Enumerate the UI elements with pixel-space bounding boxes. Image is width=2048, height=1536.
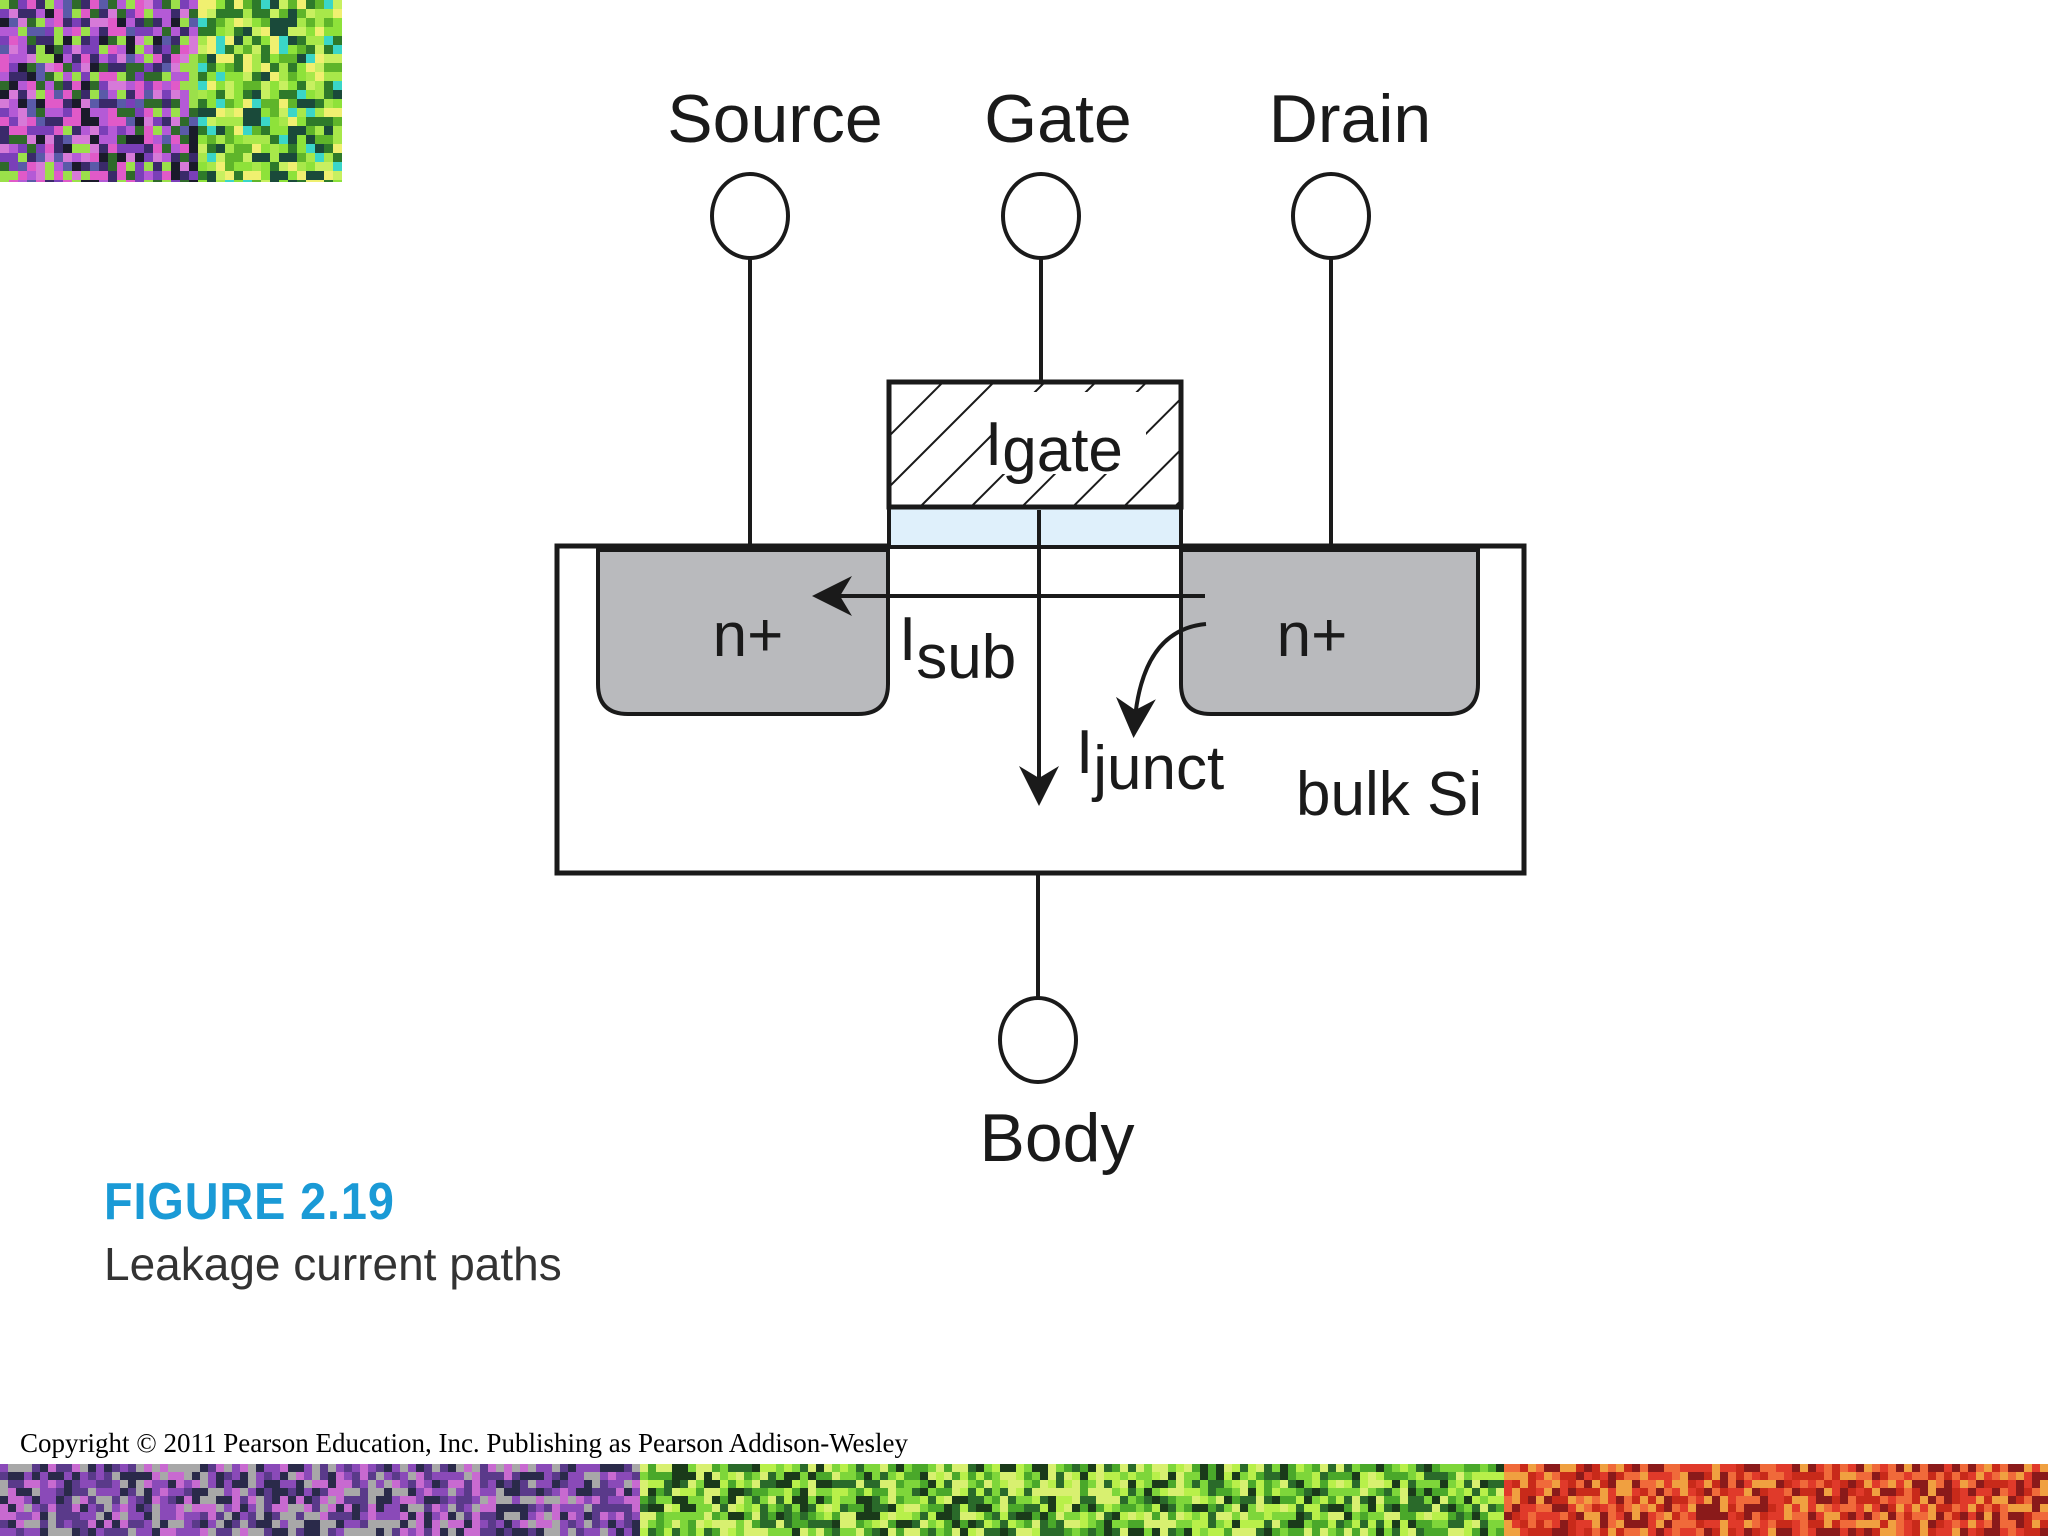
i-junct-label: Ijunct: [1076, 718, 1224, 803]
copyright-notice: Copyright © 2011 Pearson Education, Inc.…: [20, 1428, 908, 1458]
drain-diffusion: [1179, 548, 1480, 716]
gate-terminal: [1001, 172, 1081, 260]
i-gate-subscript: gate: [1002, 416, 1123, 485]
source-terminal: [710, 172, 790, 260]
body-terminal: [998, 996, 1078, 1084]
i-sub-subscript: sub: [916, 623, 1016, 692]
figure-number: FIGURE 2.19: [104, 1173, 395, 1231]
figure-caption: Leakage current paths: [104, 1238, 562, 1290]
gate-label: Gate: [984, 81, 1131, 157]
drain-terminal: [1291, 172, 1371, 260]
i-gate-base: I: [985, 410, 1002, 479]
i-gate-label: Igate: [985, 410, 1123, 485]
bulk-si-label: bulk Si: [1296, 760, 1482, 829]
body-label: Body: [980, 1100, 1135, 1176]
drain-n-plus-label: n+: [1277, 601, 1348, 670]
i-junct-subscript: junct: [1091, 734, 1224, 803]
junction-leakage-arrow: [1115, 622, 1207, 738]
drain-label: Drain: [1269, 81, 1432, 157]
i-sub-base: I: [899, 605, 916, 674]
chip-die-photo-corner: [0, 0, 342, 182]
i-junct-base: I: [1076, 718, 1093, 787]
source-n-plus-label: n+: [713, 601, 784, 670]
gate-oxide: [887, 505, 1183, 549]
source-label: Source: [667, 81, 882, 157]
gate-label-backdrop: [992, 392, 1146, 474]
i-sub-label: Isub: [899, 605, 1016, 692]
chip-die-photo-strip: [0, 1464, 2048, 1536]
